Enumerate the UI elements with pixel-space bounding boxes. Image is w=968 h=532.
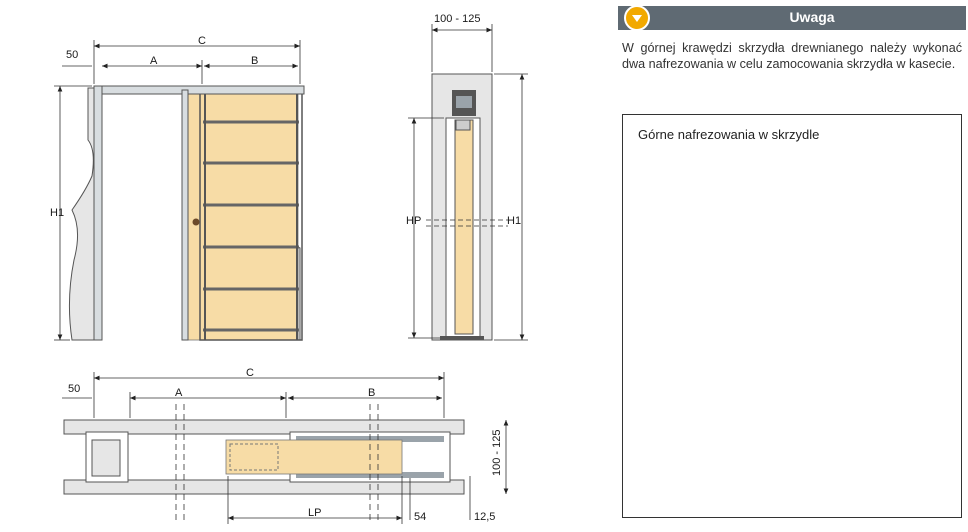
door-handle-icon xyxy=(192,218,200,226)
front-view: 50 C A B H1 xyxy=(50,35,305,341)
door-leaf-plan xyxy=(225,439,403,475)
dim-plan-offset: 54 xyxy=(414,511,426,523)
dim-front-height: H1 xyxy=(50,207,64,219)
dim-side-hp: HP xyxy=(406,215,421,227)
dim-plan-jamb: 12,5 xyxy=(474,511,495,523)
dim-side-h1: H1 xyxy=(507,215,521,227)
dim-plan-total: C xyxy=(246,367,254,379)
note-header: Uwaga xyxy=(618,5,966,31)
top-rail xyxy=(93,85,305,95)
warning-down-arrow-icon xyxy=(624,5,650,31)
dim-plan-a: A xyxy=(175,387,183,399)
note-title: Uwaga xyxy=(789,9,835,25)
groove-detail-title: Górne nafrezowania w skrzydle xyxy=(638,127,820,142)
dim-front-b: B xyxy=(251,55,258,67)
wall-top-band xyxy=(63,419,465,435)
door-leaf xyxy=(185,89,299,341)
dim-front-total: C xyxy=(198,35,206,47)
note-text: W górnej krawędzi skrzydła drewnianego n… xyxy=(622,41,962,71)
dim-side-width: 100 - 125 xyxy=(434,13,480,25)
door-leaf-section xyxy=(454,119,474,335)
dim-plan-depth: 100 - 125 xyxy=(491,430,503,476)
dim-plan-left: 50 xyxy=(68,383,80,395)
side-section: 100 - 125 HP H1 xyxy=(406,13,528,341)
dim-front-a: A xyxy=(150,55,158,67)
plan-view: 50 C A B LP 54 12,5 100 - 125 xyxy=(62,367,509,524)
dim-front-left: 50 xyxy=(66,49,78,61)
wall-plaster-left xyxy=(68,87,101,341)
cassette-ribs xyxy=(203,120,299,332)
dim-plan-lp: LP xyxy=(308,507,321,519)
dim-plan-b: B xyxy=(368,387,375,399)
door-jamb xyxy=(93,85,103,341)
groove-detail-box xyxy=(622,114,962,518)
wall-bottom-band xyxy=(63,479,465,495)
